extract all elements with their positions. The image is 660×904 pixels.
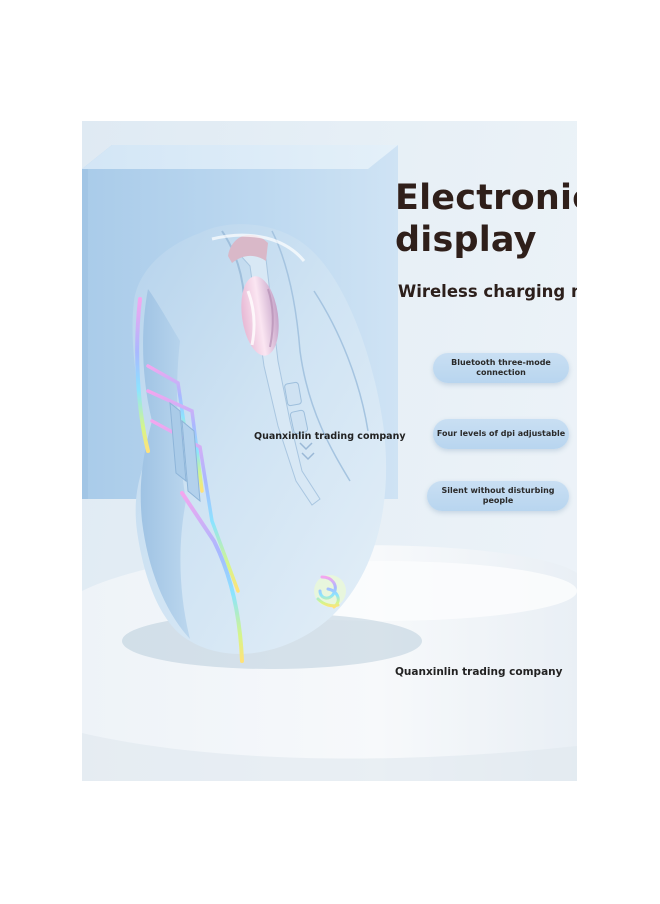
headline-line-1: Electronic [395,178,577,218]
product-illustration [82,145,577,781]
feature-pill-connection: Bluetooth three-mode connection [433,353,569,383]
feature-text: Silent without disturbing people [441,486,555,505]
subheadline: Wireless charging mouse [398,282,577,301]
feature-text: connection [476,368,526,377]
feature-pill-dpi: Four levels of dpi adjustable [433,419,569,449]
product-poster: Electronic display Wireless charging mou… [82,121,577,781]
headline: Electronic display [395,177,577,261]
watermark-upper: Quanxinlin trading company [254,431,406,442]
watermark-lower: Quanxinlin trading company [395,666,563,678]
feature-pill-silent: Silent without disturbing people [427,481,569,511]
feature-text: Bluetooth three-mode [451,358,551,367]
headline-line-2: display [395,220,537,260]
rgb-logo [314,575,346,609]
feature-text: Four levels of dpi adjustable [436,429,566,438]
mouse-body [132,224,387,654]
